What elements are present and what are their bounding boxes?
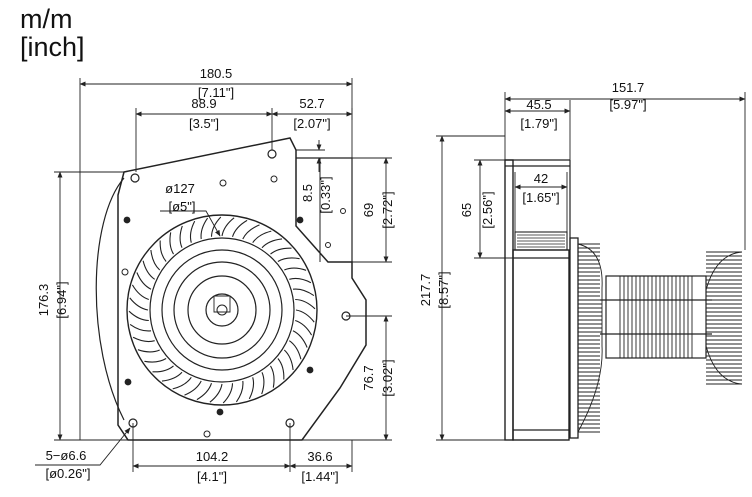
dim-hole-to-center: 88.9 [191,96,216,111]
dim-outlet-width-inch: [2.07"] [293,116,330,131]
dim-mounting-holes: 5−ø6.6 [46,448,87,463]
dim-outlet-offset-inch: [0.33"] [318,176,333,213]
wheel-outer [126,214,318,406]
unit-label-metric: m/m [20,4,73,34]
dim-side-outlet-height-inch: [2.56"] [480,191,495,228]
dim-side-outlet-height: 65 [459,203,474,217]
wheel-inner-ring [149,237,295,383]
dim-hole-to-center-inch: [3.5"] [189,116,219,131]
motor-fins-right [705,251,743,385]
dim-hole-height-inch: [3.02"] [380,359,395,396]
dim-mounting-holes-inch: [ø0.26"] [45,466,90,481]
dim-bottom-hole-offset: 36.6 [307,449,332,464]
scroll-arc [95,177,125,421]
dim-overall-depth: 151.7 [612,80,645,95]
dim-housing-depth: 45.5 [526,97,551,112]
dim-outlet-depth-inch: [1.65"] [522,190,559,205]
side-view [504,159,743,441]
hub-keyway [213,295,231,313]
rivets [123,216,314,416]
dim-side-overall-height-inch: [8.57"] [436,271,451,308]
dim-wheel-diameter: ø127 [165,181,195,196]
dim-side-overall-height: 217.7 [418,274,433,307]
outlet-fins [517,234,565,248]
small-holes [121,175,346,438]
shaft [216,304,228,316]
outlet-section [514,231,568,251]
front-dimension-text: 180.5 [7.11"] 88.9 [3.5"] 52.7 [2.07"] 8… [36,66,395,484]
dim-overall-height-inch: [6.94"] [54,281,69,318]
motor-flange [569,237,579,439]
hub-ring-3 [187,275,257,345]
dim-wheel-diameter-inch: [ø5"] [168,199,195,214]
dim-outlet-offset: 8.5 [300,184,315,202]
dim-outlet-depth: 42 [534,171,548,186]
dim-hole-height: 76.7 [361,365,376,390]
dim-overall-height: 176.3 [36,284,51,317]
dim-bottom-hole-offset-inch: [1.44"] [301,469,338,484]
mounting-holes [128,149,351,428]
dim-outlet-width: 52.7 [299,96,324,111]
dim-overall-width-inch: [7.11"] [198,85,234,100]
front-view [95,137,367,441]
housing-back-plate [504,159,514,441]
side-dimensions [436,92,746,441]
hub-ring-4 [205,293,239,327]
dim-housing-depth-inch: [1.79"] [520,116,557,131]
hub-ring-1 [161,249,283,371]
dim-overall-depth-inch: [5.97"] [609,97,646,112]
side-dimension-text: 151.7 [5.97"] 45.5 [1.79"] 42 [1.65"] 65… [418,80,647,309]
wheel-blades [128,216,316,404]
mounting-hole [267,149,277,159]
hub-ring-2 [173,261,271,359]
motor-winding [619,276,693,358]
front-dimensions [35,78,392,472]
unit-label-imperial: [inch] [20,32,85,62]
dim-outlet-height-inch: [2.72"] [380,191,395,228]
dim-bottom-hole-spacing: 104.2 [196,449,229,464]
dim-bottom-hole-spacing-inch: [4.1"] [197,469,227,484]
housing-body [512,249,570,441]
dim-overall-width: 180.5 [200,66,233,81]
motor-fins-left [577,243,603,433]
mounting-hole [130,173,140,183]
dim-outlet-height: 69 [361,203,376,217]
housing-outline [117,137,367,441]
